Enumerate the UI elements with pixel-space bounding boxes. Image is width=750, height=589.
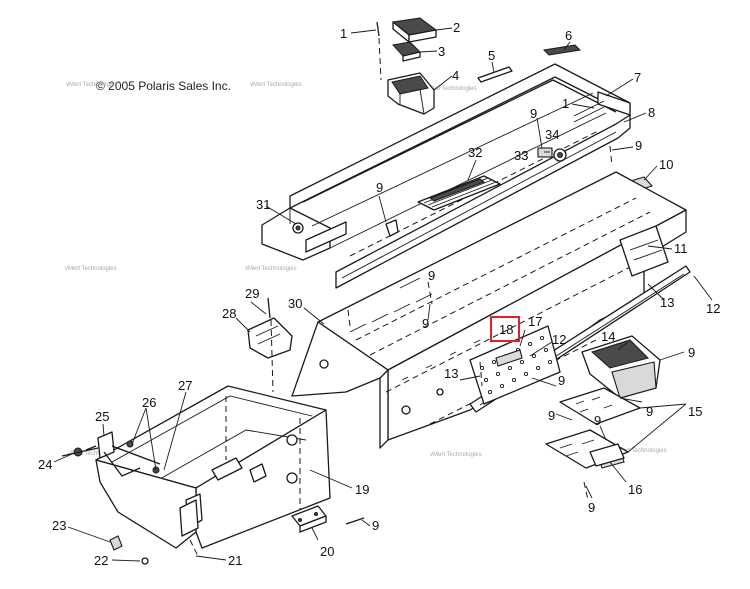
callout-label: 9 — [688, 345, 695, 360]
callout-label: 17 — [528, 314, 542, 329]
callout-label: 14 — [601, 329, 615, 344]
main-chassis-tunnel — [291, 171, 691, 449]
callout-label: 31 — [256, 197, 270, 212]
callout-label: 15 — [688, 404, 702, 419]
watermark: vMert Technologies — [425, 86, 477, 92]
callout-label: 32 — [468, 145, 482, 160]
part-cap-assembly — [376, 17, 438, 115]
callout-label: 1 — [340, 26, 347, 41]
callout-label: 12 — [706, 301, 720, 316]
leader-lines — [53, 27, 713, 562]
callout-label: 9 — [376, 180, 383, 195]
callout-label: 9 — [635, 138, 642, 153]
watermark: vMert Technologies — [430, 452, 482, 458]
part-29-screw — [267, 297, 271, 319]
callout-label: 13 — [660, 295, 674, 310]
callout-label: 10 — [659, 157, 673, 172]
callout-label: 1 — [562, 96, 569, 111]
callout-label: 22 — [94, 553, 108, 568]
part-32-step-plate — [417, 175, 501, 211]
callout-label: 5 — [488, 48, 495, 63]
callout-label: 9 — [372, 518, 379, 533]
callout-label: 26 — [142, 395, 156, 410]
callout-label: 4 — [452, 68, 459, 83]
callout-label: 9 — [548, 408, 555, 423]
callout-label: 3 — [438, 44, 445, 59]
part-20-bracket — [291, 505, 327, 533]
callout-label: 25 — [95, 409, 109, 424]
callout-label: 9 — [422, 316, 429, 331]
callout-label: 34 — [545, 127, 559, 142]
callout-label: 33 — [514, 148, 528, 163]
callout-label: 13 — [444, 366, 458, 381]
part-9-screw — [385, 219, 399, 237]
part-9-bolt — [345, 517, 365, 525]
highlight-box — [490, 316, 520, 342]
copyright-notice: © 2005 Polaris Sales Inc. — [96, 79, 231, 93]
callout-label: 23 — [52, 518, 66, 533]
callout-label: 12 — [552, 332, 566, 347]
callout-label: 21 — [228, 553, 242, 568]
part-5-bar — [477, 66, 513, 83]
callout-label: 27 — [178, 378, 192, 393]
screw-guide — [583, 481, 589, 501]
callout-label: 29 — [245, 286, 259, 301]
callout-label: 2 — [453, 20, 460, 35]
callout-label: 9 — [530, 106, 537, 121]
watermark: vMert Technologies — [615, 448, 667, 454]
screw-guide — [427, 281, 433, 305]
callout-label: 9 — [594, 413, 601, 428]
watermark: vMert Technologies — [250, 82, 302, 88]
callout-label: 9 — [428, 268, 435, 283]
callout-label: 6 — [565, 28, 572, 43]
part-25-26-27-linkage — [61, 431, 161, 477]
part-14-block — [581, 335, 661, 399]
screw-guide — [347, 309, 351, 327]
callout-label: 8 — [648, 105, 655, 120]
callout-label: 9 — [588, 500, 595, 515]
watermark: vMert Technologies — [65, 266, 117, 272]
watermark: vMert Technologies — [66, 82, 118, 88]
part-16-bracket — [589, 443, 625, 467]
callout-label: 9 — [558, 373, 565, 388]
callout-label: 19 — [355, 482, 369, 497]
callout-label: 20 — [320, 544, 334, 559]
callout-label: 30 — [288, 296, 302, 311]
callout-label: 11 — [674, 241, 688, 256]
callout-label: 24 — [38, 457, 52, 472]
part-6-bar — [542, 44, 582, 56]
part-22-23-hardware — [109, 535, 149, 565]
callout-label: 18 — [499, 322, 513, 337]
screw-guide — [479, 361, 483, 387]
part-33-34-fasteners — [537, 147, 567, 162]
callout-label: 28 — [222, 306, 236, 321]
watermark: vMert Technologies — [245, 266, 297, 272]
part-19-tray — [95, 385, 331, 549]
callout-label: 9 — [646, 404, 653, 419]
part-28-bracket — [247, 317, 293, 359]
callout-label: 7 — [634, 70, 641, 85]
watermark: vMert Technologies — [68, 451, 120, 457]
callout-label: 16 — [628, 482, 642, 497]
screw-guide — [609, 145, 613, 167]
part-21-guide — [189, 539, 199, 557]
callouts: 1 2 3 4 5 6 7 1 8 9 34 33 9 32 10 9 31 1… — [38, 20, 720, 568]
